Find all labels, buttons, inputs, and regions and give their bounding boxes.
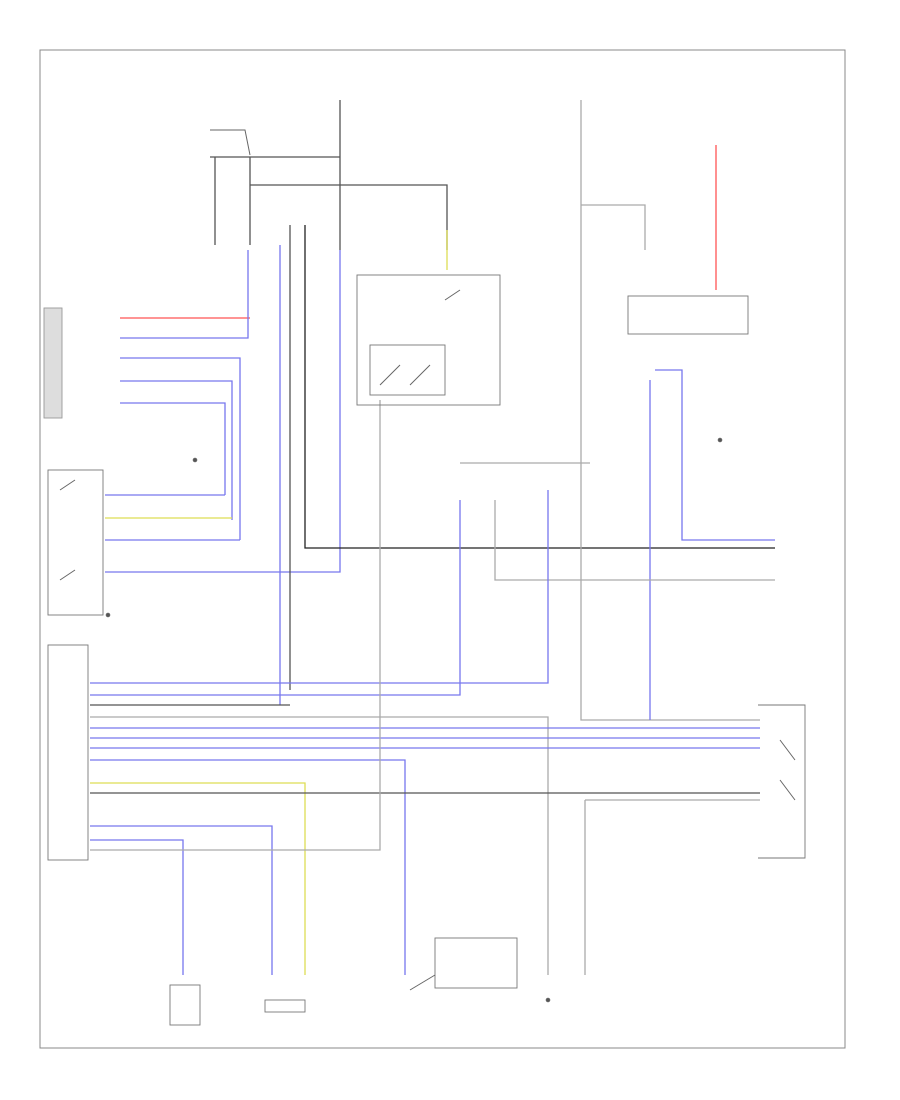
connector-bottom [264, 999, 306, 1013]
wire-ecu-2 [90, 500, 461, 696]
wire-layer [90, 100, 775, 975]
wire-gray-mid2 [494, 500, 775, 581]
wire-blue-right [655, 369, 775, 541]
wire-gray-right-top [580, 100, 760, 721]
clutch-inner [369, 344, 446, 396]
wire-blue-l4 [120, 402, 226, 495]
left-connector-block [43, 307, 63, 419]
wire-mid-bus [250, 184, 448, 250]
wire-ecu-8 [90, 759, 406, 975]
wire-ecu-yellow [90, 782, 306, 975]
wire-blue-l3 [120, 380, 233, 520]
wire-blue-l2 [120, 357, 241, 540]
left-relay-box [47, 469, 104, 616]
ecu-left-bar [47, 644, 89, 861]
switch-relay [444, 289, 461, 301]
wire-ecu-4 [90, 716, 549, 975]
wire-blue-l1 [120, 250, 249, 339]
diagram-frame [39, 49, 846, 1049]
clutch-switch-box [356, 274, 501, 406]
ground-dot-connector [105, 612, 111, 618]
switch-bottom-box [434, 937, 518, 989]
switch-right-ecu [779, 739, 796, 801]
switch-left-lower [59, 479, 76, 581]
right-bracket [758, 704, 806, 859]
switch-bottom [409, 974, 436, 991]
ground-dot-left [192, 457, 198, 463]
ground-dot-right [717, 437, 723, 443]
wire-blue-lower3 [105, 250, 341, 573]
wire-gray-vert [90, 400, 381, 851]
sensor-box [169, 984, 201, 1026]
wire-ecu-1 [90, 490, 549, 684]
wire-gray-right-bus [581, 204, 646, 250]
wire-dark-long [304, 225, 775, 549]
switch-clutch [379, 364, 431, 386]
relay-main-box [627, 295, 749, 335]
ground-dot-bottom [545, 997, 551, 1003]
wire-ecu-11 [90, 839, 184, 975]
switch-symbols [59, 129, 796, 1003]
component-layer [43, 274, 806, 1026]
switch-top-left [210, 129, 251, 156]
wire-ecu-10 [90, 825, 273, 975]
